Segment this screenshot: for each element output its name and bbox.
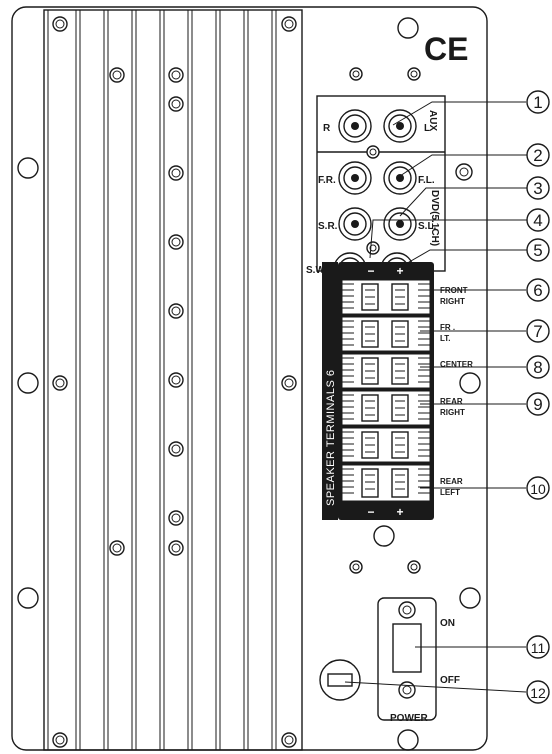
dvd-sw-label: S.W.	[306, 265, 327, 276]
dvd-fr-label: F.R.	[318, 175, 336, 186]
power-on-label: ON	[440, 618, 455, 629]
callout-1: 1	[533, 93, 542, 112]
screw-icon	[52, 732, 68, 748]
callout-3: 3	[533, 179, 542, 198]
screw-icon	[52, 375, 68, 391]
aux-left-label: L	[424, 123, 430, 134]
terminal-label-2-line2: LT.	[440, 334, 451, 343]
screw-icon	[281, 732, 297, 748]
terminal-row-center	[341, 353, 431, 389]
terminal-row-front-left	[341, 316, 431, 352]
screw-icon	[281, 375, 297, 391]
callout-7: 7	[533, 322, 542, 341]
screw-icon	[168, 165, 184, 181]
rca-jack-dvd-surround-right	[338, 207, 372, 241]
screw-icon	[109, 540, 125, 556]
power-off-label: OFF	[440, 675, 460, 686]
aux-title: AUX	[427, 110, 438, 131]
screw-icon	[168, 96, 184, 112]
mounting-holes	[17, 157, 39, 609]
terminal-row-rear-right	[341, 390, 431, 426]
dvd-sr-label: S.R.	[318, 221, 338, 232]
fuse-holder	[319, 659, 361, 701]
heat-sink-screws	[52, 16, 297, 748]
terminal-plus-top: +	[396, 264, 403, 278]
aux-jacks: R L AUX	[323, 109, 438, 159]
power-label: POWER	[390, 713, 429, 724]
screw-icon	[168, 441, 184, 457]
screw-icon	[168, 372, 184, 388]
heat-sink	[43, 9, 303, 751]
right-side-holes	[349, 17, 481, 751]
terminal-label-1-line2: RIGHT	[440, 297, 465, 306]
aux-right-label: R	[323, 123, 331, 134]
terminal-label-4-line1: REAR	[440, 397, 463, 406]
terminal-minus-bottom: −	[367, 505, 374, 519]
screw-icon	[168, 67, 184, 83]
dvd-sl-label: S.L.	[418, 221, 437, 232]
terminal-row-rear-left	[341, 427, 431, 463]
speaker-terminal-block: SPEAKER TERMINALS 6 − + − +	[322, 262, 434, 520]
rca-jack-aux-right	[338, 109, 372, 143]
callout-5: 5	[533, 241, 542, 260]
terminal-minus-top: −	[367, 264, 374, 278]
terminal-label-4-line2: RIGHT	[440, 408, 465, 417]
power-switch: ON OFF POWER	[377, 597, 460, 724]
callout-12: 12	[530, 685, 546, 701]
terminal-label-2-line1: FR .	[440, 323, 455, 332]
dvd-title: DVD(5.1CH)	[429, 190, 440, 246]
screw-icon	[281, 16, 297, 32]
terminal-row-front-right	[341, 279, 431, 315]
terminal-plus-bottom: +	[396, 505, 403, 519]
fuse-icon	[327, 673, 353, 687]
dvd-fl-label: F.L.	[418, 175, 435, 186]
callout-2: 2	[533, 146, 542, 165]
callout-11: 11	[531, 640, 546, 656]
screw-icon	[168, 540, 184, 556]
speaker-terminals-title: SPEAKER TERMINALS 6	[325, 370, 337, 506]
ce-mark: CE	[424, 31, 468, 67]
screw-icon	[168, 234, 184, 250]
terminal-labels: FRONT RIGHT FR . LT. CENTER REAR RIGHT R…	[440, 286, 473, 497]
screw-icon	[168, 303, 184, 319]
rca-jack-dvd-front-left	[383, 161, 417, 195]
rca-jack-dvd-front-right	[338, 161, 372, 195]
callout-leader-lines	[344, 101, 528, 693]
terminal-label-3-line1: CENTER	[440, 360, 473, 369]
callout-9: 9	[533, 395, 542, 414]
screw-icon	[109, 67, 125, 83]
rca-jack-dvd-surround-left	[383, 207, 417, 241]
screw-icon	[52, 16, 68, 32]
screw-icon	[168, 510, 184, 526]
rocker-switch-icon	[392, 623, 422, 673]
terminal-label-5-line2: LEFT	[440, 488, 460, 497]
dvd-jacks: F.R. F.L. S.R. S.L. S.W. C DVD(5.1CH)	[306, 161, 440, 286]
rca-jack-aux-left	[383, 109, 417, 143]
callout-6: 6	[533, 281, 542, 300]
callout-4: 4	[533, 211, 542, 230]
terminal-label-5-line1: REAR	[440, 477, 463, 486]
callout-10: 10	[530, 481, 546, 497]
callout-8: 8	[533, 358, 542, 377]
callout-markers: 1 2 3 4 5 6 7 8 9 10 11 12	[526, 90, 550, 704]
